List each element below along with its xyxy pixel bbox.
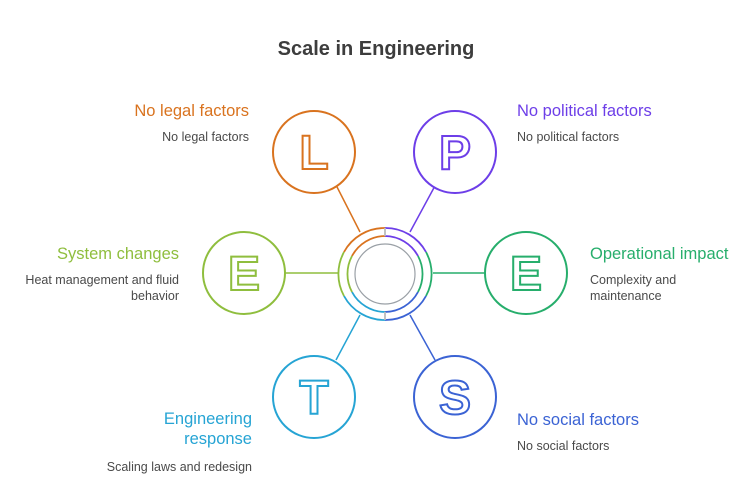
ring-arc-economic [425,251,433,297]
factor-environmental-heading: System changes [57,245,179,263]
factor-environmental-description: Heat management and fluid behavior [25,273,179,303]
factor-social-description: No social factors [517,439,610,453]
factor-technological-description: Scaling laws and redesign [106,460,252,474]
node-social: S [413,355,497,439]
ring-arc-economic-inner [417,255,424,293]
factor-legal-description: No legal factors [162,130,249,144]
factor-technological-heading: Engineering response [163,410,252,448]
node-environmental: E [202,231,286,315]
connector-social [409,314,436,361]
central-ring [337,227,433,321]
factor-legal-heading: No legal factors [134,102,249,120]
ring-arc-legal-inner [351,235,386,257]
ring-arc-environmental [337,251,345,297]
diagram-title: Scale in Engineering [277,38,475,60]
letter-social: S [439,372,471,425]
letter-economic: E [510,248,542,301]
ring-arc-political-inner [384,235,419,257]
letter-legal: L [299,127,328,180]
letter-technological: T [299,372,328,425]
node-economic: E [484,231,568,315]
node-legal: L [272,110,356,194]
ring-arc-environmental-inner [346,255,353,293]
factor-political-heading: No political factors [517,102,652,120]
connector-legal [334,182,361,233]
connector-technological [335,314,361,361]
factor-economic: Operational impact Complexity and mainte… [590,244,746,304]
factor-legal: No legal factors No legal factors [134,101,249,145]
letter-political: P [439,127,471,180]
ring-arc-legal [343,227,386,253]
factor-technological: Engineering response Scaling laws and re… [92,409,252,475]
factor-political: No political factors No political factor… [517,101,652,145]
ring-core [354,243,416,305]
factor-social-heading: No social factors [517,411,639,429]
factor-environmental: System changes Heat management and fluid… [0,244,179,304]
ring-arc-social-inner [384,291,419,313]
ring-arc-social [384,295,427,321]
ring-arc-technological-inner [351,291,386,313]
node-technological: T [272,355,356,439]
node-political: P [413,110,497,194]
factor-social: No social factors No social factors [517,410,639,454]
connector-political [409,183,437,233]
ring-arc-political [384,227,427,253]
factor-economic-description: Complexity and maintenance [590,273,677,303]
factor-economic-heading: Operational impact [590,245,729,263]
letter-environmental: E [228,248,260,301]
factor-political-description: No political factors [517,130,620,144]
ring-arc-technological [343,295,386,321]
